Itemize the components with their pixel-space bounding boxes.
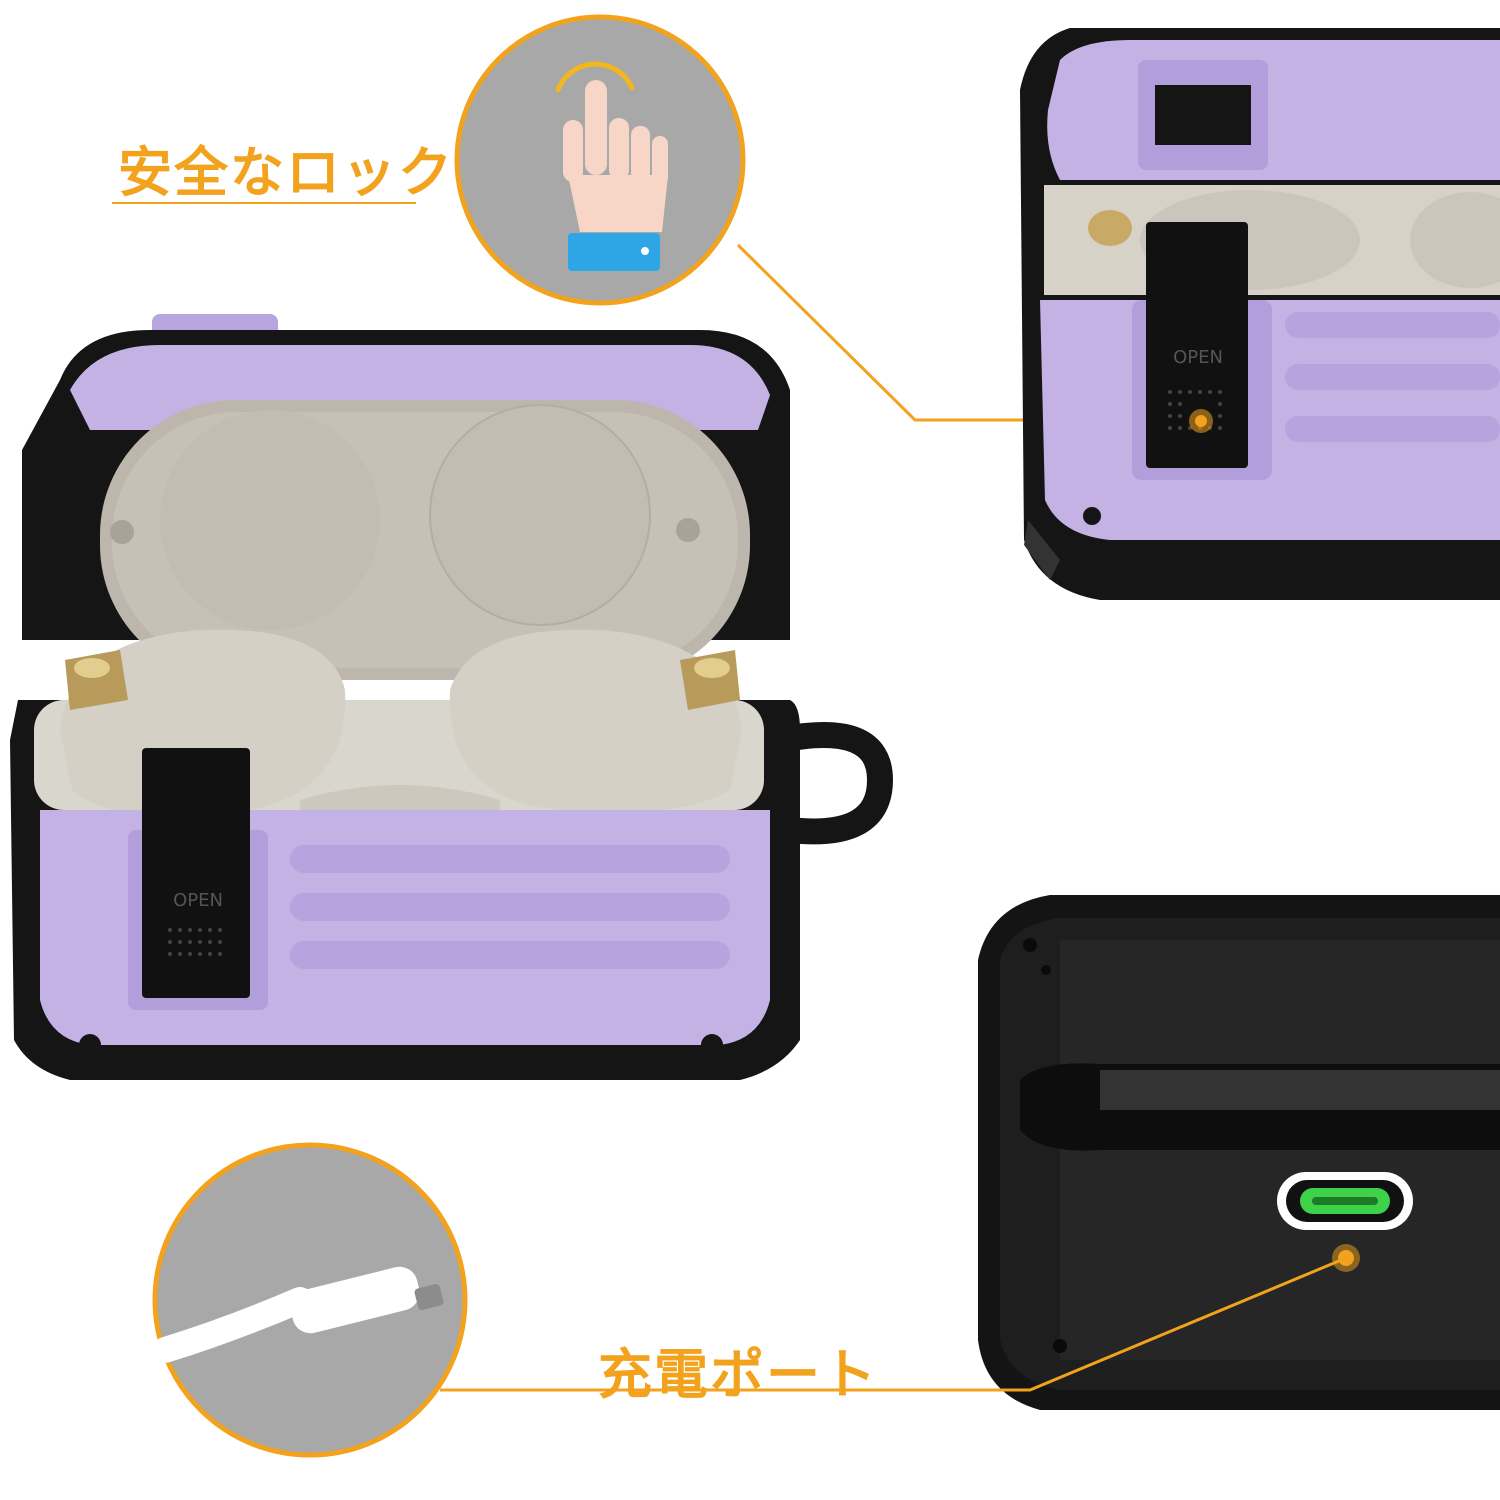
- lock-latch: OPEN: [142, 748, 250, 998]
- latch-open-text: OPEN: [173, 890, 223, 911]
- earbud-case-open: OPEN: [10, 314, 894, 1080]
- lock-callout-circle: [454, 14, 746, 306]
- secure-lock-underline: [112, 202, 416, 204]
- usb-c-port-icon: [1277, 1172, 1413, 1230]
- charging-port-label: 充電ポート: [598, 1343, 878, 1406]
- port-callout-line: [440, 1256, 1347, 1392]
- lock-detail-case: OPEN: [1020, 28, 1500, 600]
- cable-callout-circle: [152, 1142, 468, 1458]
- secure-lock-label: 安全なロック: [118, 141, 454, 204]
- earbud-right: [449, 629, 742, 813]
- tap-hand-icon: [555, 61, 668, 271]
- earbud-left: [60, 629, 346, 817]
- detail-open-text: OPEN: [1173, 347, 1223, 368]
- charging-port-case: [978, 895, 1500, 1410]
- usb-cable-icon: [152, 1266, 444, 1363]
